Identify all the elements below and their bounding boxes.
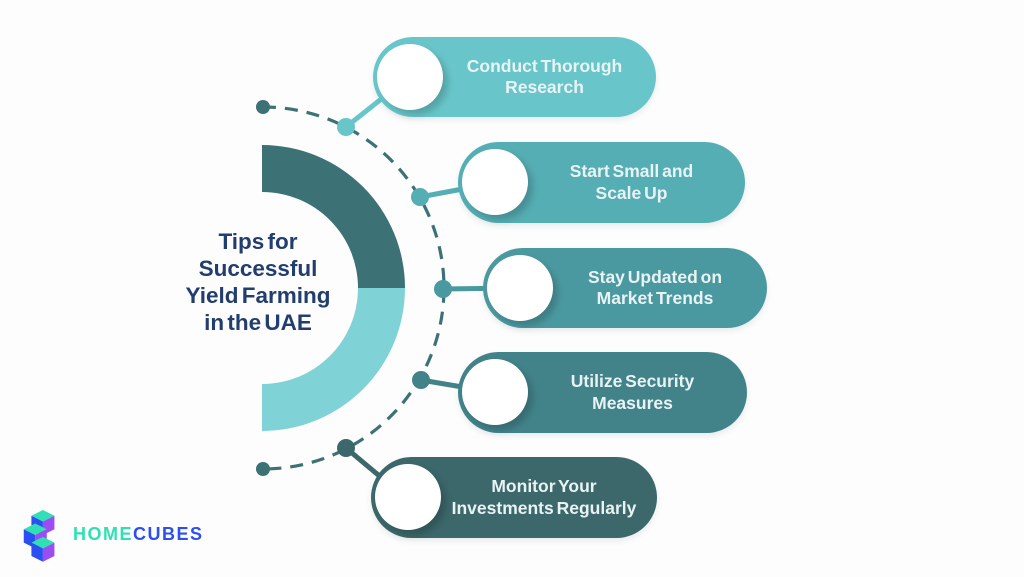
pill-label: Conduct Thorough Research: [447, 37, 642, 117]
node-dot-4: [412, 371, 430, 389]
pill-label-line: Research: [505, 77, 584, 97]
homecubes-logo: HOMECUBES: [18, 504, 204, 564]
pill-label-line: Investments Regularly: [451, 497, 637, 518]
pill-label: Start Small and Scale Up: [532, 142, 731, 223]
pill-label-line: Scale Up: [595, 182, 668, 203]
pill-label-line: Market Trends: [596, 288, 714, 308]
pill-label: Monitor Your Investments Regularly: [445, 457, 643, 538]
title-line: Successful: [198, 256, 318, 281]
tip-pill-monitor-investments: Monitor Your Investments Regularly: [371, 457, 657, 538]
tip-pill-security-measures: Utilize Security Measures: [458, 352, 747, 433]
pill-label-line: Utilize Security: [570, 371, 695, 391]
logo-wordmark: HOMECUBES: [73, 524, 204, 545]
logo-text-cubes: CUBES: [133, 523, 204, 544]
pill-bullet-circle: [487, 255, 553, 321]
pill-bullet-circle: [375, 464, 441, 530]
arc-end-dot-top: [256, 100, 270, 114]
title-line: Yield Farming: [185, 283, 331, 308]
pill-label: Utilize Security Measures: [532, 352, 733, 433]
node-dot-1: [337, 118, 355, 136]
logo-text-home: HOME: [73, 523, 133, 544]
pill-label-line: Measures: [592, 392, 673, 413]
node-dot-2: [411, 188, 429, 206]
pill-bullet-circle: [377, 44, 443, 110]
pill-label-line: Stay Updated on: [587, 266, 723, 287]
pill-bullet-circle: [462, 359, 528, 425]
pill-label-line: Conduct Thorough: [466, 55, 623, 76]
homecubes-cube-icon: [23, 510, 55, 562]
tip-pill-start-small: Start Small and Scale Up: [458, 142, 745, 223]
pill-bullet-circle: [462, 149, 528, 215]
node-dot-5: [337, 439, 355, 457]
pill-label-line: Monitor Your: [491, 476, 597, 496]
arc-segment-dark: [262, 145, 405, 288]
tip-pill-stay-updated: Stay Updated on Market Trends: [483, 248, 767, 328]
title-line: in the UAE: [204, 310, 312, 335]
title-line: Tips for: [218, 229, 298, 254]
diagram-title: Tips for Successful Yield Farming in the…: [150, 228, 366, 336]
node-dot-3: [434, 280, 452, 298]
arc-end-dot-bottom: [256, 462, 270, 476]
pill-label-line: Start Small and: [569, 161, 694, 181]
arc-segment-light: [262, 288, 405, 431]
tip-pill-conduct-research: Conduct Thorough Research: [373, 37, 656, 117]
pill-label: Stay Updated on Market Trends: [557, 248, 753, 328]
